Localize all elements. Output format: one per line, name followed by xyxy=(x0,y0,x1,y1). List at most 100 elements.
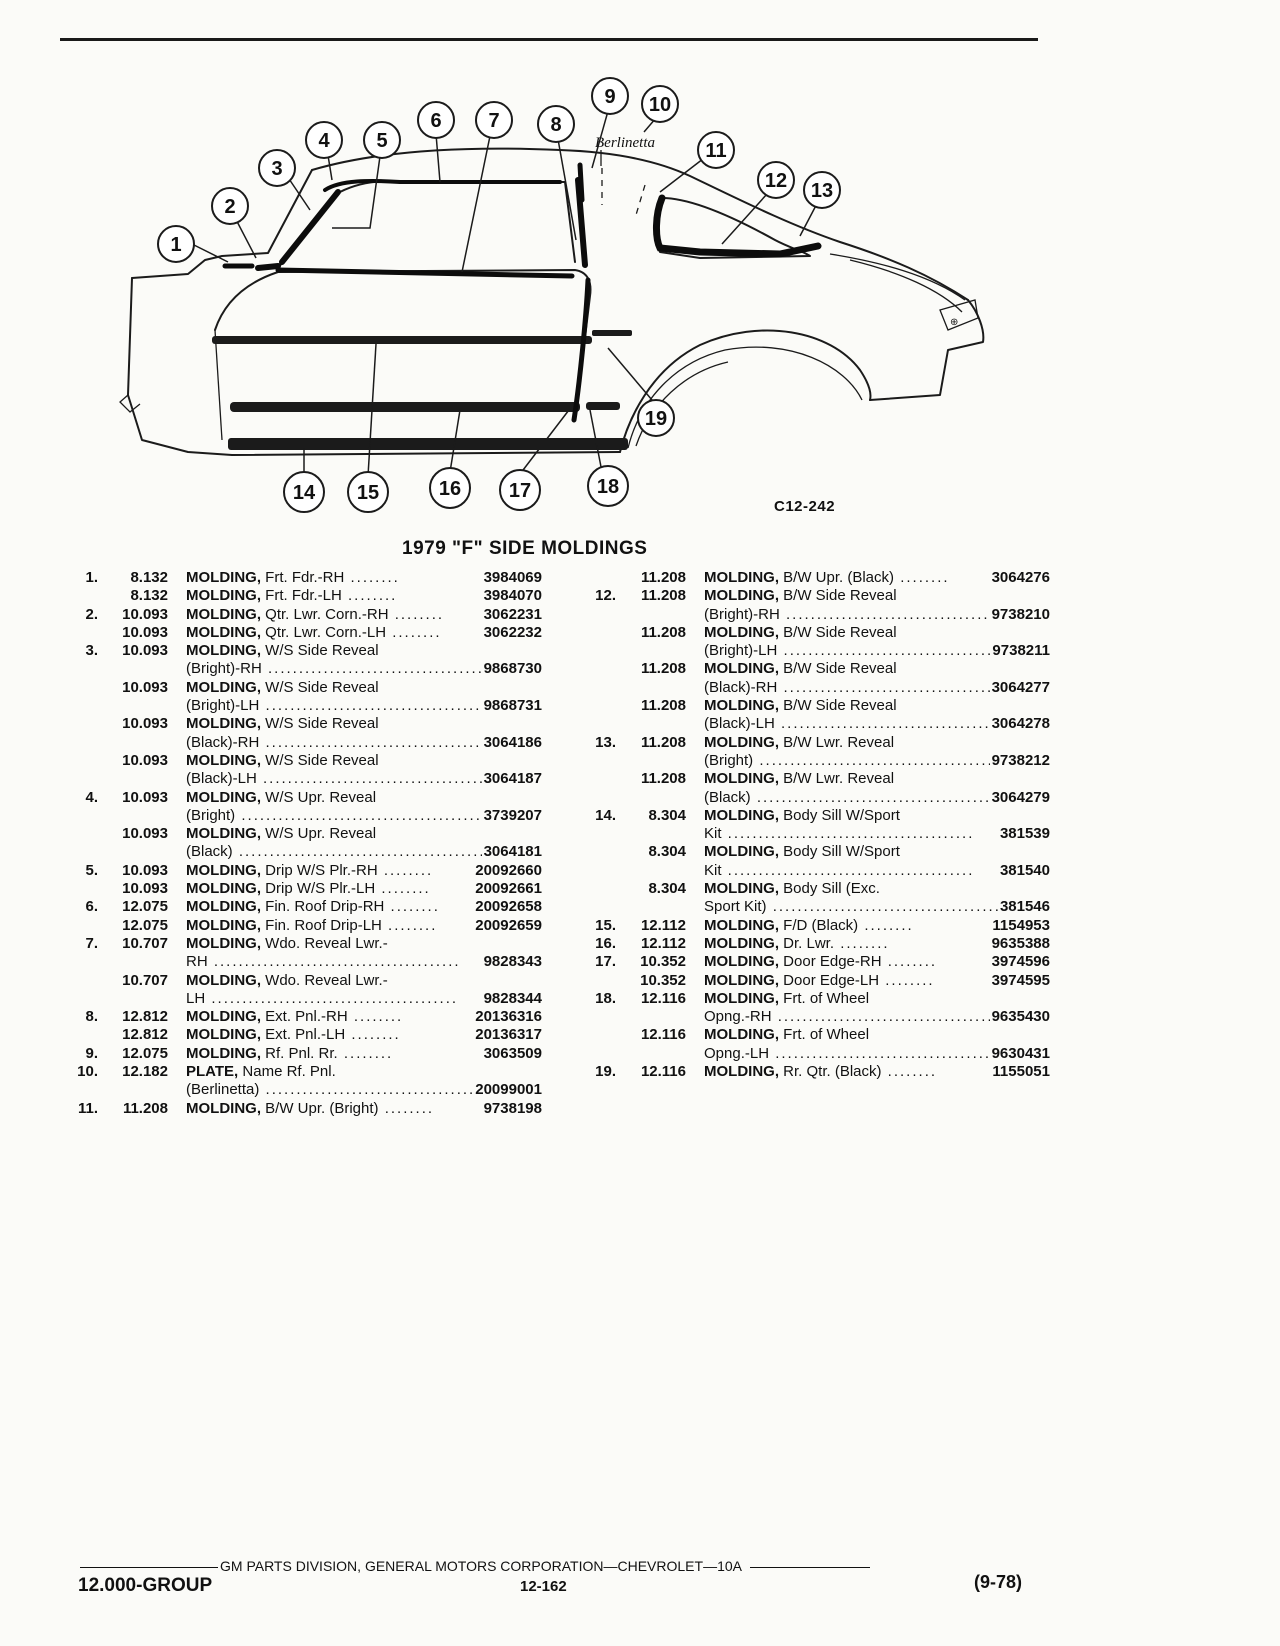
illustration-code: 11.208 xyxy=(640,697,686,715)
car-body-outline: ⊕ xyxy=(119,147,985,456)
dot-leader: ........ xyxy=(386,623,442,641)
part-description: Body Sill W/Sport xyxy=(783,843,900,861)
part-name: MOLDING, xyxy=(704,697,779,715)
part-description: Wdo. Reveal Lwr.- xyxy=(265,934,388,952)
part-name: MOLDING, xyxy=(704,770,779,788)
svg-text:16: 16 xyxy=(439,478,461,500)
figure-code: C12-242 xyxy=(774,498,836,515)
illustration-code: 10.707 xyxy=(122,934,168,952)
callout-1: 1 xyxy=(157,225,195,263)
callout-8: 8 xyxy=(537,105,575,143)
illustration-code: 10.093 xyxy=(122,715,168,733)
part-description-cont: Kit xyxy=(704,825,722,843)
part-description: Qtr. Lwr. Corn.-RH xyxy=(265,605,389,623)
page-title: 1979 "F" SIDE MOLDINGS xyxy=(402,538,648,559)
illustration-code: 12.112 xyxy=(640,934,686,952)
illustration-code: 11.208 xyxy=(640,569,686,586)
part-description-cont: (Black)-LH xyxy=(186,770,257,788)
illustration-code: 10.093 xyxy=(122,605,168,623)
part-number: 20099001 xyxy=(473,1081,542,1100)
svg-text:19: 19 xyxy=(645,408,667,430)
leader-lines xyxy=(191,103,823,477)
part-description: B/W Upr. (Black) xyxy=(783,569,895,586)
part-name: MOLDING, xyxy=(704,733,779,751)
part-name: MOLDING, xyxy=(186,898,261,916)
part-name: MOLDING, xyxy=(186,587,261,605)
part-description-cont: (Bright) xyxy=(186,806,236,824)
illustration-code: 10.093 xyxy=(122,788,168,806)
part-description-cont: Opng.-LH xyxy=(704,1044,770,1062)
illustration-code: 10.093 xyxy=(122,861,168,879)
illustration-code: 8.304 xyxy=(648,806,686,824)
dot-leader: ........................................ xyxy=(777,678,1031,696)
dot-leader: ........ xyxy=(337,1044,394,1062)
dot-leader: ........ xyxy=(858,916,914,934)
illustration-code: 10.093 xyxy=(122,825,168,843)
illustration-code: 12.812 xyxy=(122,1026,168,1044)
part-description-cont: (Black)-LH xyxy=(704,715,775,733)
part-description: Frt. Fdr.-RH xyxy=(265,569,345,586)
part-name: MOLDING, xyxy=(186,825,261,843)
part-description-cont: (Bright) xyxy=(704,751,754,769)
part-name: MOLDING, xyxy=(186,623,261,641)
item-number: 19. xyxy=(595,1063,616,1081)
callout-12: 12 xyxy=(757,161,795,199)
callout-13: 13 xyxy=(803,171,841,209)
part-name: MOLDING, xyxy=(186,1026,261,1044)
part-number: 3062231 xyxy=(481,605,542,624)
svg-text:6: 6 xyxy=(430,110,441,132)
part-description: Fin. Roof Drip-LH xyxy=(265,916,382,934)
dot-leader: ........................................ xyxy=(259,697,513,715)
part-name: MOLDING, xyxy=(186,861,261,879)
part-number: 9828343 xyxy=(481,953,542,972)
part-name: MOLDING, xyxy=(704,623,779,641)
dot-leader: ........................................ xyxy=(256,770,510,788)
part-description-cont: LH xyxy=(186,989,206,1007)
part-description-cont: Opng.-RH xyxy=(704,1008,772,1026)
illustration-code: 10.707 xyxy=(122,971,168,989)
part-number: 9738211 xyxy=(990,642,1050,661)
part-name: MOLDING, xyxy=(704,934,779,952)
illustration-code: 12.182 xyxy=(122,1063,168,1081)
illustration-code: 11.208 xyxy=(640,770,686,788)
part-number: 9738210 xyxy=(989,605,1050,624)
part-number: 3064279 xyxy=(989,788,1050,807)
dot-leader: ........ xyxy=(375,880,431,898)
svg-text:4: 4 xyxy=(318,130,330,152)
part-description: Door Edge-RH xyxy=(783,953,882,971)
dot-leader: ........................................ xyxy=(235,806,489,824)
item-number: 7. xyxy=(85,934,98,952)
dot-leader: ........ xyxy=(378,1099,435,1117)
part-description: Fin. Roof Drip-RH xyxy=(265,898,385,916)
callout-4: 4 xyxy=(305,121,343,159)
illustration-code: 10.093 xyxy=(122,642,168,660)
part-name: MOLDING, xyxy=(186,1044,261,1062)
part-description-cont: (Bright)-LH xyxy=(704,642,778,660)
part-number: 3064186 xyxy=(481,733,542,752)
part-description: Rr. Qtr. (Black) xyxy=(783,1063,882,1081)
part-name: MOLDING, xyxy=(704,916,779,934)
part-description: B/W Lwr. Reveal xyxy=(783,733,895,751)
side-moldings-diagram: ⊕ Berlinetta xyxy=(119,77,985,513)
part-number: 381540 xyxy=(997,861,1050,881)
callout-3: 3 xyxy=(258,149,296,187)
part-description: Frt. of Wheel xyxy=(783,1026,870,1044)
part-name: MOLDING, xyxy=(186,715,261,733)
item-number: 12. xyxy=(595,587,616,605)
part-description-cont: RH xyxy=(186,953,208,971)
part-name: MOLDING, xyxy=(186,880,261,898)
